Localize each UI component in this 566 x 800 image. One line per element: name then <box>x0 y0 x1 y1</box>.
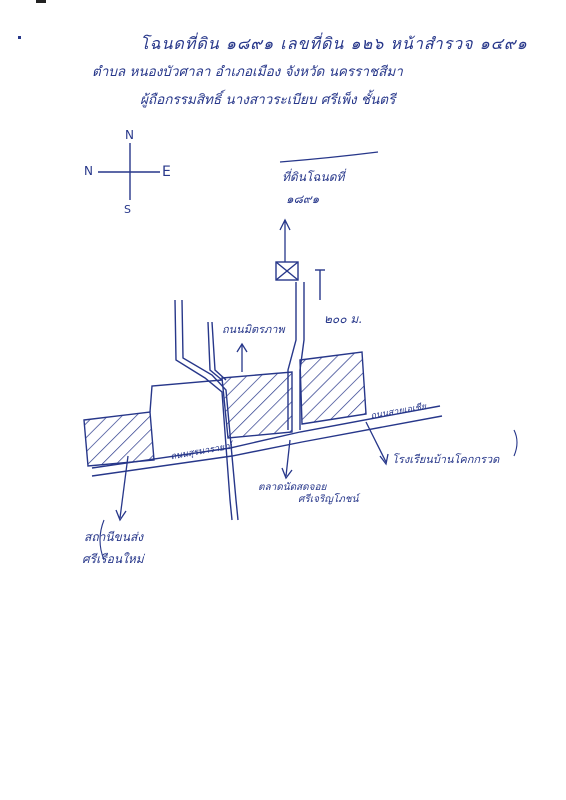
label-market-2: ศรีเรือนใหม่ <box>82 552 144 566</box>
label-school: โรงเรียนบ้านโคกกรวด <box>392 453 500 466</box>
deed-label: ที่ดินโฉนดที่ <box>282 170 345 184</box>
header-line-2: ตำบล หนองบัวศาลา อำเภอเมือง จังหวัด นครร… <box>92 64 403 80</box>
label-shop-1: ตลาดนัดสดจอย <box>258 482 327 493</box>
compass-south: S <box>124 203 131 216</box>
compass-north: N <box>125 128 134 142</box>
land-plot-marker <box>275 261 299 281</box>
deed-arrow <box>279 218 291 262</box>
distance-marker <box>315 269 325 300</box>
label-road-left: ถนนมิตรภาพ <box>222 323 285 336</box>
compass-east: E <box>162 164 171 180</box>
left-road <box>174 299 239 521</box>
compass-cross <box>98 143 160 200</box>
scan-corner-mark <box>36 0 46 3</box>
label-distance: ๒๐๐ ม. <box>324 312 363 326</box>
deed-underline <box>279 151 379 163</box>
label-shop-2: ศรีเจริญโภชน์ <box>298 494 359 505</box>
compass-west: N <box>84 164 93 178</box>
station-brace <box>99 519 105 561</box>
hatched-plot-center <box>221 371 293 439</box>
hatched-plot-left <box>83 411 155 467</box>
header-line-1: โฉนดที่ดิน ๑๘๙๑ เลขที่ดิน ๑๒๖ หน้าสำรวจ … <box>140 34 528 53</box>
scan-dot-mark <box>18 36 21 39</box>
header-line-3: ผู้ถือกรรมสิทธิ์ นางสาวระเบียบ ศรีเพ็ง ช… <box>140 92 396 108</box>
label-market-1: สถานีขนส่ง <box>84 530 144 544</box>
school-brace <box>513 429 518 457</box>
hatched-plot-right <box>299 351 367 425</box>
plot-outline <box>149 379 223 413</box>
main-road <box>91 405 443 477</box>
deed-number: ๑๘๙๑ <box>286 192 320 206</box>
center-road <box>207 321 227 381</box>
label-arrows <box>115 342 389 522</box>
